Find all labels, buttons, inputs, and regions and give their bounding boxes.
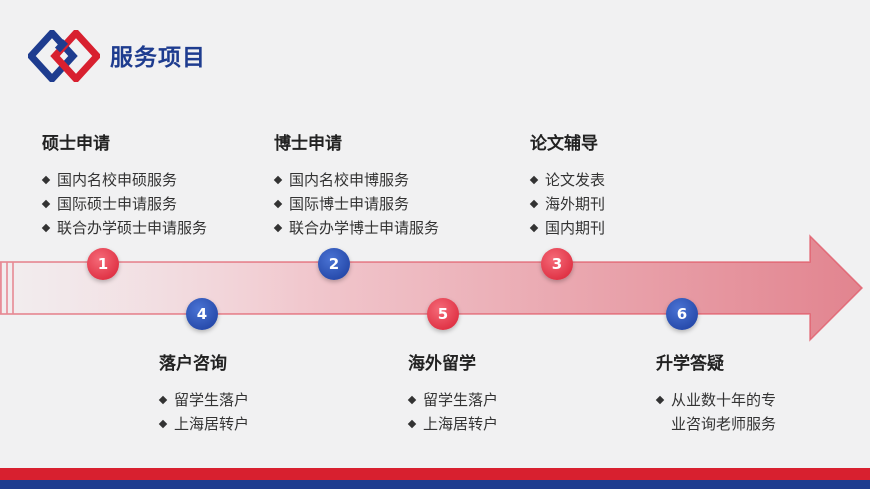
diamond-bullet-icon xyxy=(41,223,51,233)
service-title: 海外留学 xyxy=(408,354,476,374)
service-list: 国内名校申博服务 国际博士申请服务 联合办学博士申请服务 xyxy=(273,168,439,240)
service-settlement: 落户咨询 留学生落户 上海居转户 xyxy=(158,349,249,436)
list-item: 国际硕士申请服务 xyxy=(41,192,207,216)
service-title: 硕士申请 xyxy=(42,134,110,154)
list-item: 联合办学博士申请服务 xyxy=(273,216,439,240)
step-node-3: 3 xyxy=(541,248,573,280)
list-item: 联合办学硕士申请服务 xyxy=(41,216,207,240)
footer-blue-stripe xyxy=(0,480,870,489)
service-title: 落户咨询 xyxy=(159,354,227,374)
diamond-bullet-icon xyxy=(273,223,283,233)
service-title: 升学答疑 xyxy=(656,354,724,374)
diamond-bullet-icon xyxy=(529,223,539,233)
diamond-bullet-icon xyxy=(41,175,51,185)
step-node-1: 1 xyxy=(87,248,119,280)
diamond-bullet-icon xyxy=(158,395,168,405)
service-overseas: 海外留学 留学生落户 上海居转户 xyxy=(407,349,498,436)
list-item: 国际博士申请服务 xyxy=(273,192,439,216)
diamond-bullet-icon xyxy=(407,419,417,429)
diamond-bullet-icon xyxy=(529,175,539,185)
service-list: 从业数十年的专 业咨询老师服务 xyxy=(655,388,777,436)
interlocked-diamonds-logo xyxy=(28,30,100,82)
diamond-bullet-icon xyxy=(407,395,417,405)
diamond-bullet-icon xyxy=(41,199,51,209)
list-item: 国内名校申博服务 xyxy=(273,168,439,192)
service-list: 国内名校申硕服务 国际硕士申请服务 联合办学硕士申请服务 xyxy=(41,168,207,240)
service-thesis: 论文辅导 论文发表 海外期刊 国内期刊 xyxy=(529,129,605,240)
diamond-bullet-icon xyxy=(655,395,665,405)
list-item: 留学生落户 xyxy=(407,388,498,412)
service-master: 硕士申请 国内名校申硕服务 国际硕士申请服务 联合办学硕士申请服务 xyxy=(41,129,207,240)
service-admission-qa: 升学答疑 从业数十年的专 业咨询老师服务 xyxy=(655,349,777,436)
step-node-4: 4 xyxy=(186,298,218,330)
list-item: 留学生落户 xyxy=(158,388,249,412)
list-item: 国内名校申硕服务 xyxy=(41,168,207,192)
diamond-bullet-icon xyxy=(273,175,283,185)
service-title: 论文辅导 xyxy=(530,134,598,154)
list-item: 上海居转户 xyxy=(158,412,249,436)
footer-red-stripe xyxy=(0,468,870,480)
step-node-5: 5 xyxy=(427,298,459,330)
service-list: 留学生落户 上海居转户 xyxy=(407,388,498,436)
diamond-bullet-icon xyxy=(158,419,168,429)
list-item: 国内期刊 xyxy=(529,216,605,240)
list-item: 海外期刊 xyxy=(529,192,605,216)
list-item: 论文发表 xyxy=(529,168,605,192)
service-list: 留学生落户 上海居转户 xyxy=(158,388,249,436)
diamond-bullet-icon xyxy=(273,199,283,209)
list-item: 上海居转户 xyxy=(407,412,498,436)
page-title: 服务项目 xyxy=(110,45,206,71)
list-item: 业咨询老师服务 xyxy=(671,415,777,433)
service-list: 论文发表 海外期刊 国内期刊 xyxy=(529,168,605,240)
diamond-bullet-icon xyxy=(529,199,539,209)
list-item: 从业数十年的专 xyxy=(655,388,776,412)
step-node-2: 2 xyxy=(318,248,350,280)
step-node-6: 6 xyxy=(666,298,698,330)
service-title: 博士申请 xyxy=(274,134,342,154)
service-phd: 博士申请 国内名校申博服务 国际博士申请服务 联合办学博士申请服务 xyxy=(273,129,439,240)
